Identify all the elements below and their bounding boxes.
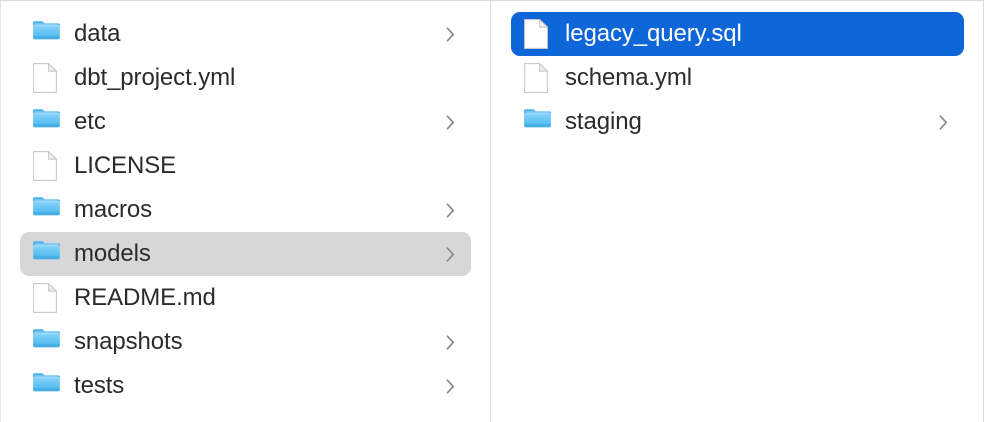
folder-icon <box>33 107 60 137</box>
folder-row[interactable]: etc <box>20 100 471 144</box>
chevron-right-icon[interactable] <box>443 200 457 220</box>
folder-icon <box>33 371 60 401</box>
item-label: etc <box>74 110 106 134</box>
folder-row[interactable]: models <box>20 232 471 276</box>
item-label: README.md <box>74 286 216 310</box>
item-label: snapshots <box>74 330 183 354</box>
item-label: models <box>74 242 151 266</box>
document-icon <box>524 19 551 49</box>
chevron-right-icon[interactable] <box>443 244 457 264</box>
document-icon <box>33 63 60 93</box>
chevron-right-icon[interactable] <box>443 24 457 44</box>
item-label: schema.yml <box>565 66 693 90</box>
document-icon <box>33 283 60 313</box>
folder-icon <box>33 195 60 225</box>
chevron-right-icon[interactable] <box>936 112 950 132</box>
file-row[interactable]: schema.yml <box>511 56 964 100</box>
folder-row[interactable]: staging <box>511 100 964 144</box>
folder-icon <box>33 327 60 357</box>
document-icon <box>33 151 60 181</box>
item-label: data <box>74 22 121 46</box>
folder-row[interactable]: snapshots <box>20 320 471 364</box>
file-row[interactable]: dbt_project.yml <box>20 56 471 100</box>
item-label: tests <box>74 374 125 398</box>
item-label: macros <box>74 198 153 222</box>
file-row[interactable]: README.md <box>20 276 471 320</box>
file-row[interactable]: legacy_query.sql <box>511 12 964 56</box>
folder-icon <box>33 19 60 49</box>
chevron-right-icon[interactable] <box>443 376 457 396</box>
folder-row[interactable]: data <box>20 12 471 56</box>
item-label: staging <box>565 110 642 134</box>
folder-icon <box>524 107 551 137</box>
folder-icon <box>33 239 60 269</box>
folder-row[interactable]: tests <box>20 364 471 408</box>
chevron-right-icon[interactable] <box>443 332 457 352</box>
document-icon <box>524 63 551 93</box>
file-row[interactable]: LICENSE <box>20 144 471 188</box>
item-label: legacy_query.sql <box>565 22 742 46</box>
folder-row[interactable]: macros <box>20 188 471 232</box>
chevron-right-icon[interactable] <box>443 112 457 132</box>
models-folder-column: legacy_query.sql schema.yml staging <box>491 1 984 422</box>
left-edge-divider <box>0 1 1 422</box>
item-label: dbt_project.yml <box>74 66 236 90</box>
item-label: LICENSE <box>74 154 177 178</box>
